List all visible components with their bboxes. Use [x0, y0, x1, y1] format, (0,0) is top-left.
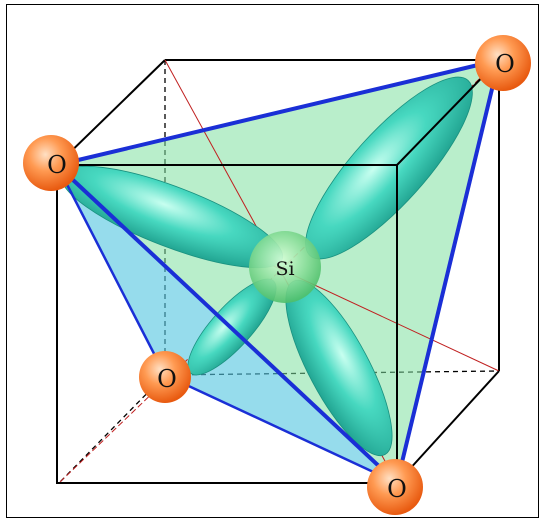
oxygen-label-middle: O	[157, 365, 177, 393]
oxygen-label-top-right: O	[495, 50, 515, 78]
oxygen-label-left: O	[47, 151, 67, 179]
tetrahedral-bonding-diagram: Si O O O O	[7, 5, 540, 519]
figure-frame: Si O O O O	[6, 4, 539, 518]
oxygen-label-bottom: O	[387, 475, 407, 503]
center-atom-label: Si	[275, 258, 294, 280]
